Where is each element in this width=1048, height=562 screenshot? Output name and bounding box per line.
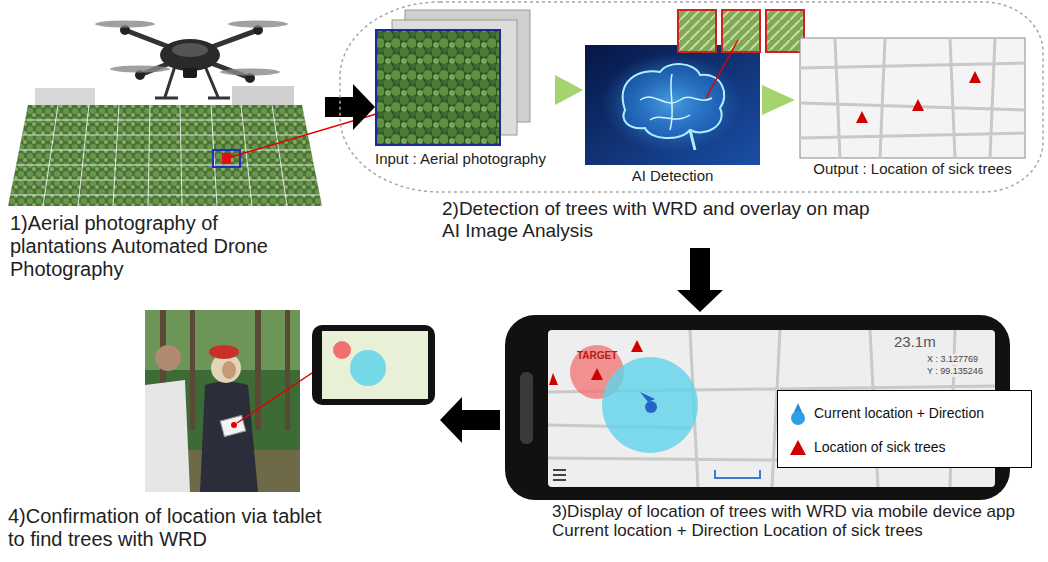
drone-part (160, 39, 220, 71)
output-map-image-part (912, 99, 924, 111)
target-label: TARGET (576, 350, 618, 362)
step-caption: 4)Confirmation of location via tablet to… (8, 505, 338, 551)
phone-illustration-part (549, 373, 558, 385)
location-dot (791, 411, 805, 425)
image-caption: Input : Aerial photography (375, 150, 555, 168)
output-map-image-part (969, 71, 981, 83)
drone-part (228, 21, 288, 28)
ai-brain-image-part (722, 10, 760, 52)
field-photo-part (222, 361, 236, 379)
phone-illustration-part (715, 470, 760, 478)
ai-brain-image-part (640, 74, 712, 130)
ai-brain-image-part (585, 45, 760, 165)
legend-text: Location of sick trees (814, 439, 946, 455)
field-photo-part (190, 310, 195, 430)
field-photo-part (322, 331, 428, 399)
field-photo-part (200, 382, 258, 493)
field-photo-part (220, 415, 245, 436)
output-map-image (800, 38, 1025, 158)
field-photo-part (155, 345, 181, 371)
phone-illustration-part (602, 357, 698, 453)
legend-symbol (786, 436, 810, 460)
legend-row: Location of sick trees (778, 435, 1031, 461)
field-photo-part (350, 350, 386, 386)
step-caption: 1)Aerial photography of plantations Auto… (10, 212, 300, 281)
output-map: Output : Location of sick trees (795, 36, 1030, 180)
distance-readout: 23.1m (893, 333, 937, 351)
image-caption: Output : Location of sick trees (795, 160, 1030, 178)
phone-illustration-part (631, 340, 643, 352)
input-images: Input : Aerial photography (375, 10, 555, 172)
phone-illustration-part (640, 392, 655, 402)
drone-part (110, 66, 170, 73)
phone-illustration (505, 315, 1010, 500)
legend-text: Current location + Direction (814, 405, 984, 421)
output-map-image-part (800, 38, 1025, 158)
phone-illustration-part (591, 368, 603, 380)
drone-part (183, 68, 197, 78)
field-photo-part (231, 422, 237, 428)
block-arrow (440, 397, 500, 443)
field-photo-part (333, 341, 351, 359)
process-group: 2)Detection of trees with WRD and overla… (338, 0, 1045, 248)
output-map-image-part (856, 111, 868, 123)
ai-brain-image-part (766, 10, 804, 52)
plantation-field-part (10, 105, 320, 206)
field-confirmation: 4)Confirmation of location via tablet to… (5, 305, 440, 557)
step-caption: 3)Display of location of trees with WRD … (552, 502, 1042, 540)
phone-illustration-part (553, 470, 566, 480)
image-caption: AI Detection (583, 167, 762, 185)
plantation-field-part (213, 150, 240, 167)
drone (95, 21, 288, 99)
output-map-image-part (800, 38, 1025, 158)
tree-triangle (790, 440, 806, 455)
field-photo-part (145, 380, 190, 492)
field-photo-part (255, 310, 261, 430)
field-photo (145, 310, 435, 492)
aerial-photo-stack (376, 10, 530, 145)
ai-brain-image-part (623, 64, 725, 138)
flow-triangle-arrow (762, 85, 795, 115)
ai-brain-image-part (690, 130, 695, 150)
aerial-photo-stack-part (376, 30, 500, 145)
field-photo-part (145, 310, 300, 492)
ai-brain-image-part (706, 40, 738, 98)
flow-triangle-arrow (555, 75, 583, 105)
ai-detection: AI Detection (583, 45, 762, 190)
ai-brain-image (585, 10, 804, 165)
step-illustration: 1)Aerial photography of plantations Auto… (5, 5, 325, 283)
dashed-outline (340, 2, 1043, 192)
phone-illustration-part (645, 401, 657, 413)
step-caption: 2)Detection of trees with WRD and overla… (442, 198, 887, 242)
legend-row: Current location + Direction (778, 401, 1031, 427)
plantation-field-part (8, 105, 322, 206)
legend-symbol (786, 402, 810, 426)
field-photo-part (285, 310, 290, 430)
phone-illustration-part (505, 315, 1010, 500)
drone-part (220, 69, 280, 76)
phone-illustration-part (520, 372, 533, 444)
field-photo-part (312, 325, 435, 405)
coordinate-readout: Y : 99.135246 (926, 366, 984, 377)
coordinate-readout: X : 3.127769 (926, 354, 979, 365)
drone-part (95, 21, 155, 28)
plantation-field-part (222, 153, 231, 164)
plantation-field-part (232, 86, 294, 108)
ai-brain-image-part (678, 10, 716, 52)
ai-brain-image-part (602, 53, 742, 153)
field-photo-part (209, 345, 239, 359)
block-arrow (677, 248, 723, 312)
legend-box: Current location + DirectionLocation of … (777, 390, 1032, 468)
drone-part (155, 66, 230, 98)
drone-part (172, 43, 208, 57)
block-arrow (325, 84, 375, 130)
direction-pointer (794, 403, 802, 412)
